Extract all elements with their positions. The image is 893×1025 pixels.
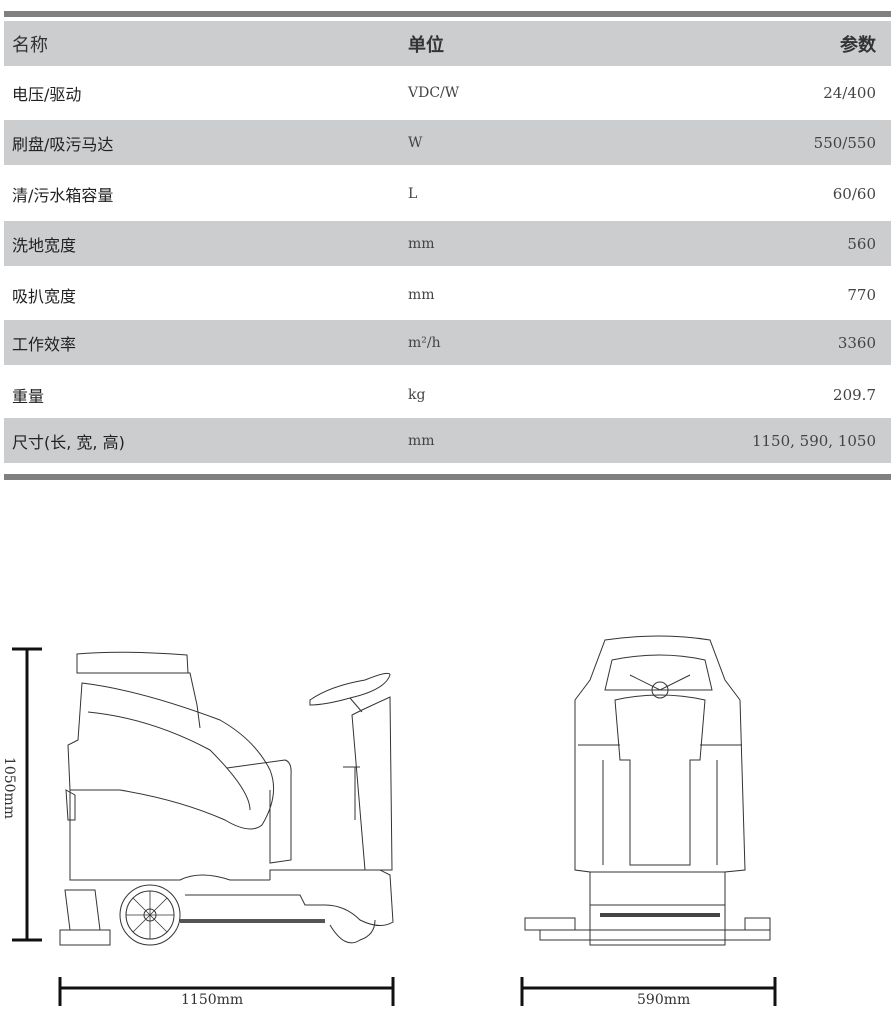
cell-value: 770 [847, 286, 876, 304]
table-row: 洗地宽度 mm 560 [4, 221, 891, 266]
cell-value: 550/550 [813, 133, 876, 152]
table-header: 名称 单位 参数 [4, 21, 891, 66]
header-unit: 单位 [408, 34, 444, 56]
table-bottom-rule [4, 474, 891, 480]
table-row: 重量 kg 209.7 [4, 371, 891, 419]
table-row: 清/污水箱容量 L 60/60 [4, 170, 891, 218]
cell-unit: mm [408, 432, 435, 449]
table-row: 刷盘/吸污马达 W 550/550 [4, 120, 891, 165]
cell-unit: L [408, 186, 418, 202]
cell-unit: m²/h [408, 334, 441, 351]
header-name: 名称 [12, 34, 48, 56]
length-dimension-line [58, 977, 395, 1006]
cell-unit: kg [408, 387, 426, 403]
header-value: 参数 [840, 34, 876, 56]
cell-value: 1150, 590, 1050 [751, 431, 876, 450]
cell-name: 工作效率 [12, 334, 77, 354]
cell-name: 洗地宽度 [12, 235, 77, 255]
cell-unit: mm [408, 287, 435, 303]
cell-unit: mm [408, 235, 435, 252]
cell-name: 清/污水箱容量 [12, 186, 114, 205]
cell-name: 吸扒宽度 [12, 287, 77, 306]
cell-name: 尺寸(长, 宽, 高) [12, 432, 125, 452]
cell-name: 重量 [12, 387, 45, 406]
cell-value: 560 [847, 234, 876, 253]
cell-unit: W [408, 134, 423, 151]
table-row: 吸扒宽度 mm 770 [4, 271, 891, 319]
cell-value: 209.7 [833, 386, 876, 404]
table-row: 电压/驱动 VDC/W 24/400 [4, 69, 891, 117]
width-label: 590mm [637, 992, 691, 1008]
height-label: 1050mm [1, 756, 18, 820]
table-row: 尺寸(长, 宽, 高) mm 1150, 590, 1050 [4, 418, 891, 463]
width-dimension-line [520, 977, 777, 1006]
length-label: 1150mm [181, 992, 244, 1008]
cell-name: 电压/驱动 [12, 85, 82, 104]
cell-value: 24/400 [823, 84, 876, 102]
table-row: 工作效率 m²/h 3360 [4, 320, 891, 365]
side-view-drawing [59, 651, 394, 946]
cell-value: 60/60 [832, 185, 876, 203]
table-top-rule [4, 11, 891, 17]
front-view-drawing [524, 635, 771, 946]
cell-name: 刷盘/吸污马达 [12, 134, 114, 154]
cell-unit: VDC/W [408, 85, 460, 101]
height-dimension-line [12, 647, 42, 942]
cell-value: 3360 [837, 333, 876, 352]
